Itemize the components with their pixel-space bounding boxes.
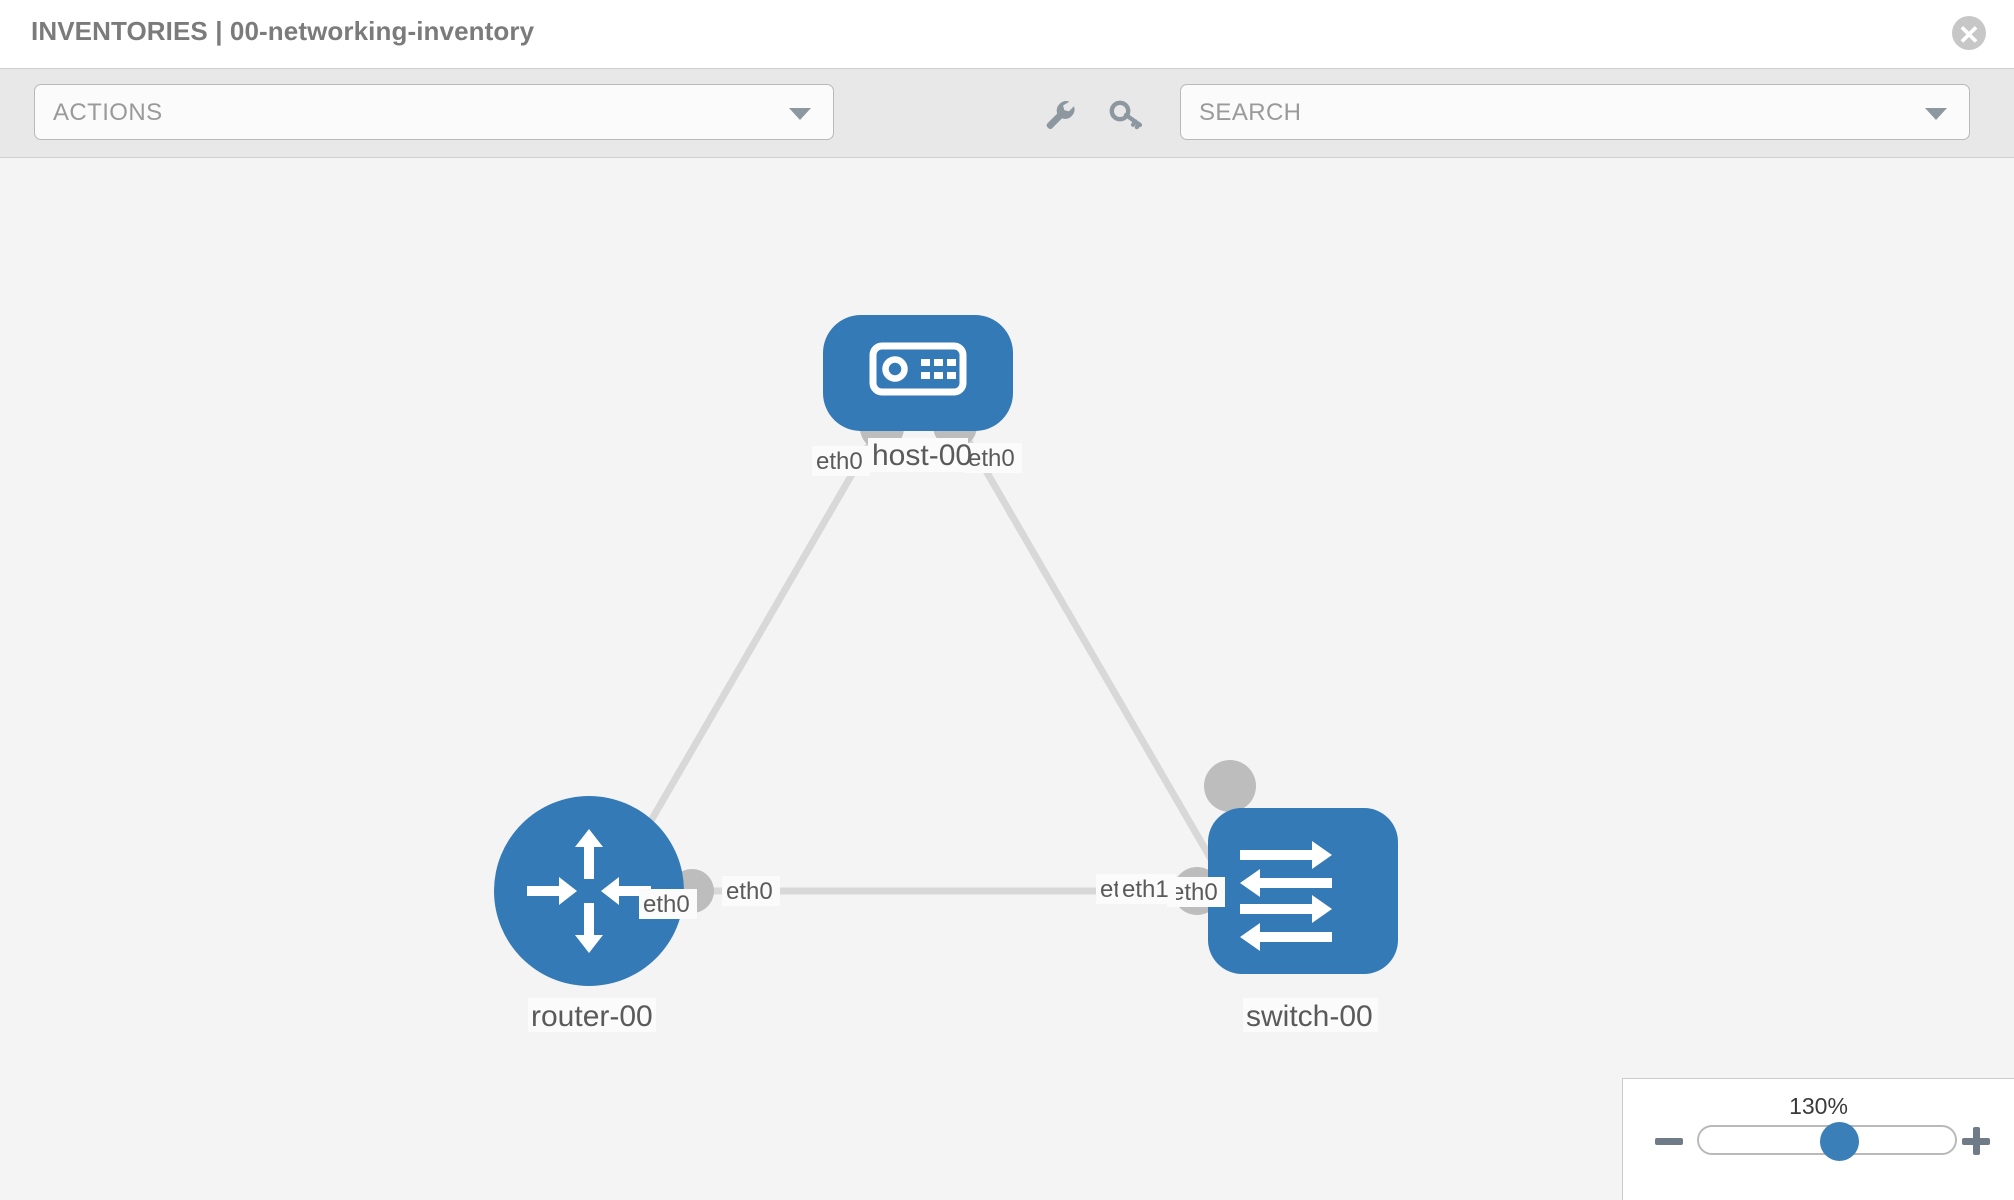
edge-label: eth0 <box>812 446 870 476</box>
chevron-down-icon <box>789 108 811 120</box>
topology-toolbar: ACTIONS SEARCH <box>0 68 2014 158</box>
svg-text:eth0: eth0 <box>643 891 690 918</box>
port-nub[interactable] <box>1204 760 1256 812</box>
node-label-host: host-00 <box>868 438 972 472</box>
zoom-in-button[interactable] <box>1962 1127 1990 1155</box>
edge-label: eth1 <box>1118 874 1176 904</box>
search-placeholder: SEARCH <box>1199 99 1302 126</box>
node-label-router: router-00 <box>528 998 656 1033</box>
wrench-icon[interactable] <box>1040 95 1080 135</box>
chevron-down-icon <box>1925 108 1947 120</box>
zoom-percent-label: 130% <box>1789 1093 1848 1119</box>
close-icon[interactable] <box>1952 16 1986 50</box>
node-switch-00[interactable] <box>1208 808 1398 974</box>
page-title: INVENTORIES | 00-networking-inventory <box>31 16 535 46</box>
actions-dropdown[interactable]: ACTIONS <box>34 84 834 140</box>
search-input[interactable]: SEARCH <box>1180 84 1970 140</box>
svg-text:eth0: eth0 <box>968 445 1015 472</box>
node-host-00[interactable] <box>823 315 1013 431</box>
key-icon[interactable] <box>1106 95 1146 135</box>
svg-text:switch-00: switch-00 <box>1246 1000 1373 1033</box>
svg-text:eth0: eth0 <box>1171 879 1218 906</box>
topology-canvas[interactable]: eth0 eth0 eth0 eth0 eth0 eth0 <box>0 158 2014 1200</box>
edge-label: eth0 <box>964 443 1022 473</box>
zoom-control-panel: 130% <box>1622 1078 2014 1200</box>
node-router-00[interactable] <box>494 796 684 986</box>
edge-label: eth0 <box>1167 877 1225 907</box>
page-header: INVENTORIES | 00-networking-inventory <box>0 0 2014 68</box>
actions-dropdown-label: ACTIONS <box>53 99 163 126</box>
topology-graph: eth0 eth0 eth0 eth0 eth0 eth0 <box>494 315 1398 1033</box>
svg-text:eth0: eth0 <box>816 448 863 475</box>
edge-label: eth0 <box>722 876 780 906</box>
zoom-out-button[interactable] <box>1655 1127 1683 1155</box>
svg-text:eth1: eth1 <box>1122 876 1169 903</box>
svg-text:router-00: router-00 <box>531 1000 653 1033</box>
zoom-slider[interactable] <box>1697 1122 1957 1161</box>
zoom-slider-thumb[interactable] <box>1820 1122 1859 1161</box>
edge-host-switch[interactable] <box>956 424 1226 880</box>
svg-text:host-00: host-00 <box>872 439 972 472</box>
edge-label: eth0 <box>639 889 697 919</box>
node-label-switch: switch-00 <box>1243 998 1378 1033</box>
svg-text:eth0: eth0 <box>726 878 773 905</box>
